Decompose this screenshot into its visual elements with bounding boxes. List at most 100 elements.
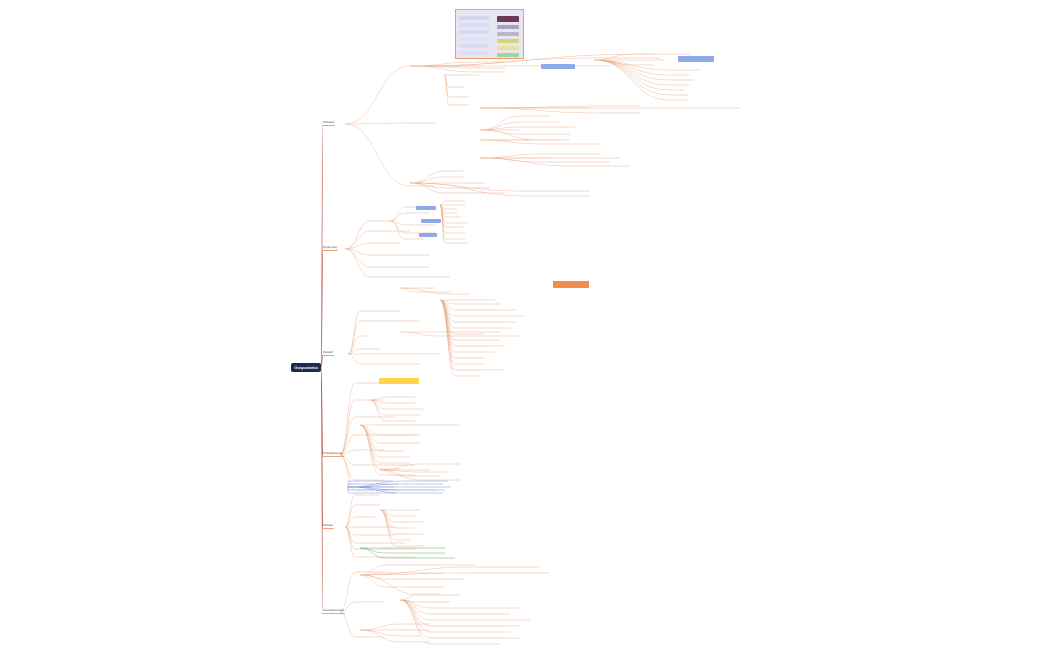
- connector-line: [439, 200, 446, 206]
- branch-node[interactable]: Przedsiębiorstwo: [322, 452, 344, 457]
- legend-row: [459, 44, 489, 48]
- branch-node[interactable]: Podstawy: [322, 121, 336, 126]
- highlight-node[interactable]: [416, 206, 436, 210]
- connector-line: [479, 107, 601, 114]
- connector-line: [359, 574, 421, 596]
- legend-chip: [497, 46, 519, 50]
- highlight-node[interactable]: [678, 56, 714, 62]
- connector-line: [359, 623, 401, 631]
- connector-line: [359, 547, 386, 559]
- connector-line: [593, 59, 670, 81]
- connector-line: [379, 509, 396, 535]
- branch-node[interactable]: Rynek pracy: [322, 246, 339, 251]
- connector-line: [479, 126, 521, 131]
- highlight-node[interactable]: [419, 233, 437, 237]
- highlight-node[interactable]: [379, 378, 419, 384]
- connector-line: [479, 157, 541, 163]
- branch-node[interactable]: Gospodarka świat: [322, 609, 345, 614]
- connector-line: [339, 454, 356, 481]
- connector-line: [339, 382, 356, 456]
- highlight-node[interactable]: [553, 281, 589, 288]
- connector-line: [339, 611, 356, 638]
- connector-line: [439, 299, 456, 377]
- legend-chip: [497, 25, 519, 29]
- connector-line: [479, 129, 521, 135]
- connector-line: [339, 434, 356, 456]
- legend-row: [459, 16, 489, 20]
- connector-line: [593, 59, 670, 96]
- root-node[interactable]: Gospodarka: [291, 363, 321, 372]
- connector-line: [389, 212, 406, 222]
- connector-line: [409, 170, 446, 184]
- connector-line: [344, 248, 371, 278]
- connector-line: [359, 424, 381, 470]
- connector-line: [359, 424, 381, 476]
- highlight-node[interactable]: [421, 219, 441, 223]
- connector-line: [344, 248, 371, 268]
- connector-line: [347, 310, 361, 355]
- legend-row: [459, 51, 489, 55]
- connector-line: [409, 182, 531, 197]
- connector-line: [344, 494, 356, 528]
- connector-line: [347, 320, 361, 355]
- legend-thumbnail: [455, 9, 524, 59]
- connector-line: [409, 53, 651, 67]
- connector-line: [479, 105, 601, 109]
- legend-chip: [497, 16, 519, 22]
- connector-line: [409, 182, 446, 194]
- connector-line: [409, 182, 446, 189]
- connector-line: [369, 399, 386, 422]
- connector-line: [479, 153, 541, 159]
- connector-line: [344, 123, 411, 187]
- connector-line: [479, 129, 541, 141]
- connector-line: [443, 74, 450, 98]
- connector-line: [389, 206, 406, 222]
- connector-line: [339, 601, 356, 613]
- connector-line: [359, 566, 471, 576]
- branch-connector: [320, 249, 324, 368]
- branch-node[interactable]: Pieniądz: [322, 351, 334, 356]
- connector-line: [347, 486, 404, 494]
- connector-line: [344, 220, 371, 250]
- connector-line: [379, 463, 421, 471]
- connector-line: [479, 139, 541, 145]
- connector-line: [439, 299, 456, 359]
- connector-line: [389, 220, 406, 240]
- connector-line: [593, 59, 670, 101]
- legend-row: [459, 37, 489, 41]
- connector-line: [399, 599, 431, 645]
- connector-line: [479, 157, 571, 167]
- connector-line: [379, 509, 396, 547]
- connector-line: [344, 230, 371, 250]
- connector-line: [399, 599, 431, 621]
- connector-line: [344, 242, 371, 250]
- connector-line: [399, 599, 431, 633]
- connector-line: [399, 287, 451, 295]
- connector-line: [347, 486, 404, 491]
- connector-line: [369, 396, 386, 401]
- connector-line: [379, 469, 421, 481]
- connector-line: [409, 176, 446, 184]
- highlight-node[interactable]: [541, 64, 575, 69]
- connector-line: [347, 483, 404, 488]
- connector-line: [359, 547, 386, 554]
- connector-line: [339, 399, 356, 456]
- connector-line: [359, 564, 386, 576]
- connector-line: [399, 331, 441, 337]
- connector-line: [347, 353, 361, 365]
- connector-line: [347, 335, 361, 355]
- connector-line: [359, 424, 381, 444]
- connector-line: [359, 629, 401, 643]
- connector-line: [379, 509, 396, 523]
- legend-chip: [497, 39, 519, 43]
- connector-line: [439, 299, 456, 323]
- connector-line: [479, 115, 521, 131]
- connector-line: [439, 204, 446, 244]
- connector-line: [339, 449, 356, 456]
- connector-line: [409, 182, 521, 192]
- connector-line: [399, 599, 431, 639]
- branch-node[interactable]: Państwo: [322, 524, 334, 529]
- legend-chip: [497, 53, 519, 57]
- legend-chip: [497, 32, 519, 36]
- legend-row: [459, 23, 489, 27]
